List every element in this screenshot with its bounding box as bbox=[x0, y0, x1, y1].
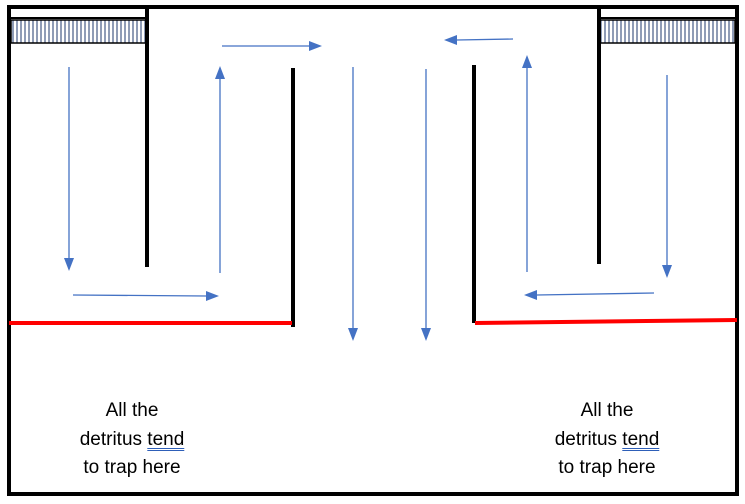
arrow-icon bbox=[72, 291, 219, 301]
caption-right-word-detritus: detritus bbox=[554, 428, 618, 450]
caption-left-line2: detritus tend bbox=[47, 426, 217, 455]
caption-left-line3: to trap here bbox=[83, 457, 181, 478]
arrow-icon bbox=[522, 55, 532, 272]
arrow-icon bbox=[421, 69, 431, 341]
caption-left-word-detritus: detritus bbox=[79, 428, 143, 450]
arrow-icon bbox=[662, 75, 672, 278]
arrow-icon bbox=[222, 41, 322, 51]
caption-right-line3: to trap here bbox=[558, 457, 656, 478]
flow-arrows bbox=[64, 35, 672, 341]
arrow-icon bbox=[444, 35, 514, 45]
caption-right-line1: All the bbox=[580, 400, 634, 421]
trap-line-right bbox=[474, 318, 738, 325]
caption-left-word-tend: tend bbox=[147, 428, 185, 450]
arrow-icon bbox=[215, 66, 225, 273]
arrow-icon bbox=[348, 67, 358, 341]
caption-right-line2: detritus tend bbox=[522, 426, 692, 455]
screen-left bbox=[10, 19, 147, 44]
caption-right: All the detritus tend to trap here bbox=[522, 397, 692, 483]
tank-outer-wall bbox=[7, 5, 739, 496]
caption-left: All the detritus tend to trap here bbox=[47, 397, 217, 483]
caption-right-word-tend: tend bbox=[622, 428, 660, 450]
arrow-icon bbox=[524, 290, 655, 300]
arrow-icon bbox=[64, 67, 74, 271]
screen-right bbox=[599, 19, 736, 44]
caption-left-line1: All the bbox=[105, 400, 159, 421]
